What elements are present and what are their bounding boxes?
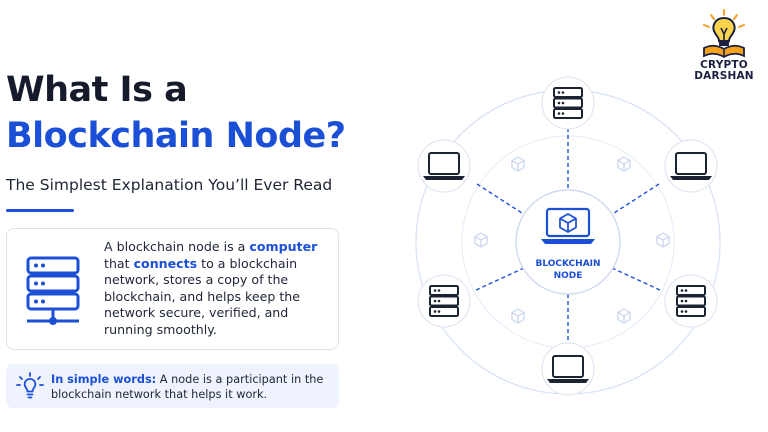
- page-subtitle: The Simplest Explanation You’ll Ever Rea…: [6, 176, 333, 194]
- definition-segment: that: [104, 255, 134, 271]
- peer-node-upper-left: [417, 139, 471, 193]
- simple-words-label: In simple words:: [51, 373, 157, 386]
- center-node-label-line2: NODE: [554, 271, 583, 281]
- simple-words-text: In simple words: A node is a participant…: [51, 372, 333, 402]
- definition-segment: A blockchain node is a: [104, 239, 250, 254]
- brand-name-line2: DARSHAN: [694, 70, 754, 82]
- peer-node-top: [541, 76, 595, 130]
- peer-node-lower-right: [664, 274, 718, 328]
- center-node: BLOCKCHAIN NODE: [515, 189, 621, 295]
- simple-words-callout: In simple words: A node is a participant…: [6, 364, 339, 408]
- page-title-line2: Blockchain Node?: [6, 116, 346, 156]
- peer-node-upper-right: [664, 139, 718, 193]
- definition-text: A blockchain node is a computer that con…: [104, 239, 336, 339]
- laptop-cube-icon: [541, 207, 595, 244]
- cube-icon: [617, 308, 631, 324]
- connector-lower-left: [475, 267, 525, 291]
- cube-icon: [511, 156, 525, 172]
- brand-logo: CRYPTO DARSHAN: [688, 8, 760, 90]
- page-title-line1: What Is a: [6, 70, 188, 110]
- cube-icon: [656, 232, 670, 248]
- brand-name-line1: CRYPTO: [700, 59, 748, 71]
- connector-upper-left: [476, 183, 526, 216]
- cube-icon: [474, 232, 488, 248]
- simple-words-body: A node is a participant in the blockchai…: [51, 373, 324, 401]
- peer-node-lower-left: [417, 274, 471, 328]
- definition-card: A blockchain node is a computer that con…: [6, 228, 339, 350]
- center-node-label-line1: BLOCKCHAIN: [535, 259, 600, 269]
- server-network-icon: [26, 256, 80, 325]
- definition-highlight-computer: computer: [249, 239, 318, 254]
- definition-segment: to a blockchain network, stores a copy o…: [104, 255, 301, 337]
- connector-upper-right: [610, 183, 660, 216]
- title-divider: [6, 209, 74, 212]
- network-connectors: [475, 128, 661, 345]
- lightbulb-icon: [16, 372, 44, 399]
- cube-icon: [511, 308, 525, 324]
- definition-highlight-connects: connects: [133, 255, 198, 271]
- cube-icon: [617, 156, 631, 172]
- peer-node-bottom: [541, 342, 595, 396]
- lightbulb-book-icon: [703, 9, 745, 59]
- connector-lower-right: [611, 267, 661, 291]
